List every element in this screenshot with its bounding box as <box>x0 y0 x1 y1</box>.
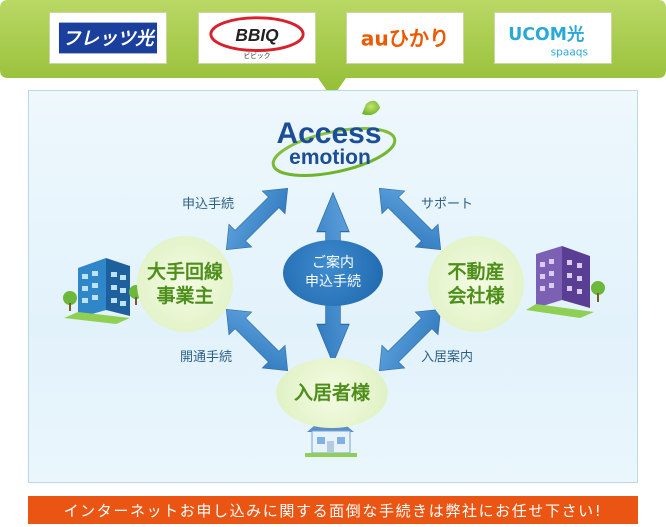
bbiq-logo-text: BBIQ <box>235 25 279 45</box>
bbiq-logo-sub: ビビック <box>244 51 271 60</box>
brand-line1: Access <box>276 117 381 150</box>
flets-logo-text: フレッツ光 <box>62 28 156 49</box>
node-center-text: ご案内 申込手続 <box>305 255 361 290</box>
node-real-estate: 不動産 会社様 <box>428 236 524 332</box>
node-resident-text: 入居者様 <box>293 382 370 404</box>
footer-banner: インターネットお申し込みに関する面倒な手続きは弊社にお任せ下さい! <box>28 496 638 524</box>
label-support: サポート <box>421 197 474 212</box>
au-logo-text: auひかり <box>361 27 450 51</box>
bbiq-logo: BBIQ ビビック <box>198 12 316 64</box>
ucom-logo-sub: spaaqs <box>551 46 588 58</box>
node-carrier: 大手回線 事業主 <box>137 236 233 332</box>
label-activation: 開通手続 <box>180 350 233 365</box>
brand-line2: emotion <box>289 146 371 169</box>
access-emotion-logo: Access emotion <box>271 100 397 177</box>
node-resident: 入居者様 <box>276 358 388 428</box>
node-carrier-text: 大手回線 事業主 <box>146 261 223 307</box>
ucom-hikari-logo: UCOM光 spaaqs <box>494 12 612 64</box>
arrow-top-left <box>214 176 300 262</box>
au-hikari-logo: auひかり <box>346 12 464 64</box>
arrow-top-right <box>367 176 453 262</box>
label-application: 申込手続 <box>182 197 235 212</box>
node-center: ご案内 申込手続 <box>283 240 383 306</box>
apartment-building-icon <box>526 246 605 318</box>
ucom-logo-text: UCOM光 <box>508 24 584 45</box>
office-building-icon <box>63 258 143 324</box>
leaf-icon <box>362 100 380 116</box>
flets-hikari-logo: フレッツ光 <box>49 12 167 64</box>
arrow-bottom-left <box>214 297 300 383</box>
label-move-in: 入居案内 <box>421 350 474 365</box>
node-real-estate-text: 不動産 会社様 <box>447 261 505 307</box>
